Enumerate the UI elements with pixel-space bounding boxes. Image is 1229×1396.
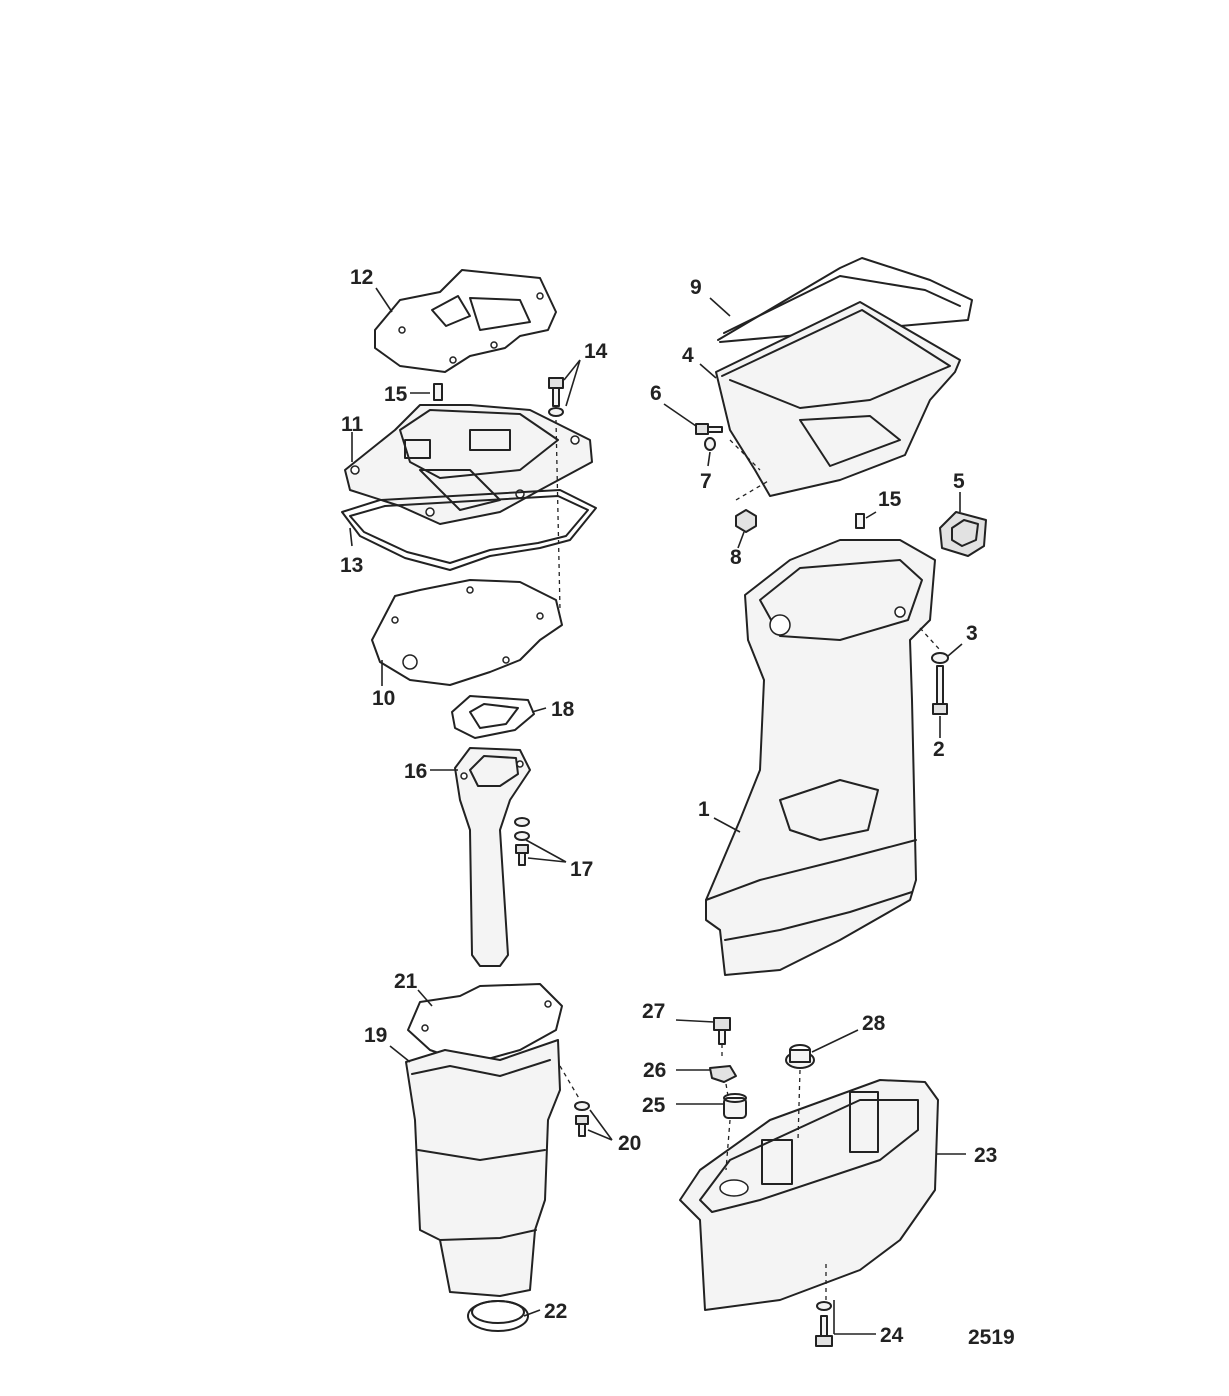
callout-23: 23 — [974, 1144, 997, 1167]
callout-15-left: 15 — [384, 383, 408, 406]
bolt-14 — [548, 377, 564, 417]
callout-26: 26 — [643, 1059, 666, 1082]
callout-10: 10 — [372, 687, 395, 710]
callout-25: 25 — [642, 1094, 666, 1117]
dowel-pin-15-left — [433, 383, 443, 401]
callout-12: 12 — [350, 266, 373, 289]
plug-25 — [723, 1093, 747, 1119]
bushing-28 — [785, 1044, 815, 1069]
callout-4: 4 — [682, 344, 694, 367]
seal-strip-9 — [717, 257, 973, 343]
callout-16: 16 — [404, 760, 427, 783]
bottom-cowl-4 — [715, 301, 961, 497]
spacer-plate-23 — [679, 1079, 939, 1311]
callout-27: 27 — [642, 1000, 665, 1023]
callout-9: 9 — [690, 276, 702, 299]
callout-22: 22 — [544, 1300, 567, 1323]
callout-20: 20 — [618, 1132, 641, 1155]
callout-8: 8 — [730, 546, 742, 569]
driveshaft-housing-1 — [705, 539, 936, 976]
retainer-26 — [709, 1065, 737, 1083]
washer-3 — [931, 652, 949, 664]
callout-5: 5 — [953, 470, 965, 493]
callout-28: 28 — [862, 1012, 886, 1035]
seal-ring-22 — [467, 1300, 529, 1332]
washer-7 — [704, 437, 716, 451]
callout-18: 18 — [551, 698, 575, 721]
bolt-20 — [574, 1101, 590, 1137]
seal-13 — [341, 489, 597, 571]
callout-15-right: 15 — [878, 488, 902, 511]
callout-3: 3 — [966, 622, 978, 645]
callout-7: 7 — [700, 470, 712, 493]
callout-21: 21 — [394, 970, 418, 993]
exhaust-housing-19 — [405, 1039, 561, 1297]
bolt-24 — [815, 1301, 833, 1347]
nut-8 — [735, 509, 757, 533]
callout-14: 14 — [584, 340, 608, 363]
gasket-12 — [374, 269, 557, 373]
exhaust-tube-16 — [454, 747, 531, 967]
screw-6 — [695, 423, 723, 435]
grommet-5 — [939, 511, 987, 557]
leader-lines — [349, 287, 966, 1335]
dowel-pin-15-right — [855, 513, 865, 529]
bolts-17 — [514, 817, 530, 866]
adapter-plate-11 — [344, 404, 593, 525]
callout-6: 6 — [650, 382, 662, 405]
gasket-18 — [451, 695, 535, 739]
callout-24: 24 — [880, 1324, 904, 1347]
callout-2: 2 — [933, 738, 945, 761]
callout-13: 13 — [340, 554, 363, 577]
callout-17: 17 — [570, 858, 593, 881]
bolt-27 — [713, 1017, 731, 1045]
bolt-2 — [932, 665, 948, 715]
callout-labels: 1 2 3 4 5 6 7 8 9 10 11 12 13 14 15 15 1… — [340, 266, 997, 1347]
figure-number: 2519 — [968, 1326, 1015, 1349]
callout-11: 11 — [341, 413, 364, 436]
callout-1: 1 — [698, 798, 710, 821]
gasket-10 — [371, 579, 563, 686]
callout-19: 19 — [364, 1024, 387, 1047]
